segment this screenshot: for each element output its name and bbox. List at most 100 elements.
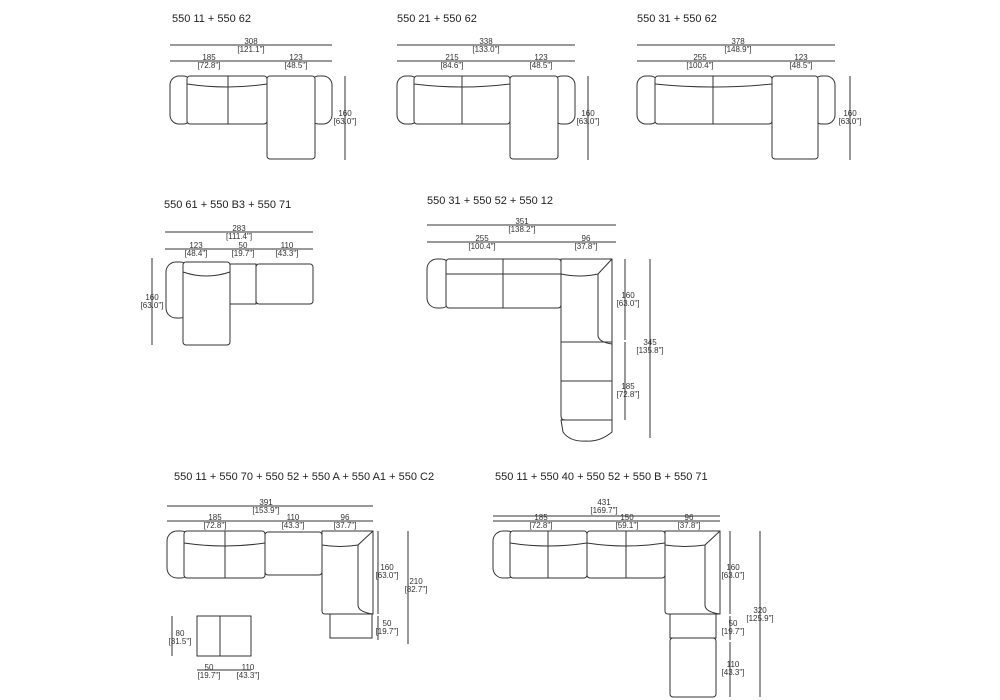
dim-value: 351 bbox=[515, 217, 529, 226]
dim-value: 345 bbox=[643, 338, 657, 347]
dim-value: 123 bbox=[534, 53, 548, 62]
dim-value: 320 bbox=[753, 606, 767, 615]
sofa-seat bbox=[186, 75, 268, 125]
dim-value: 283 bbox=[232, 224, 246, 233]
dim-inch: [63.0"] bbox=[141, 301, 164, 310]
dim-inch: [63.0"] bbox=[376, 571, 399, 580]
dim-inch: [43.3"] bbox=[237, 671, 260, 680]
dim-inch: [37.8"] bbox=[575, 242, 598, 251]
dim-value: 123 bbox=[189, 241, 203, 250]
dim-inch: [82.7"] bbox=[405, 585, 428, 594]
dim-inch: [63.0"] bbox=[334, 117, 357, 126]
dim-value: 50 bbox=[383, 619, 392, 628]
dim-value: 160 bbox=[338, 109, 352, 118]
dim-inch: [19.7"] bbox=[232, 249, 255, 258]
dim-inch: [19.7"] bbox=[198, 671, 221, 680]
dim-inch: [148.9"] bbox=[724, 45, 751, 54]
diagram-550-11-550-62: 550 11 + 550 62 308 [121.1"] 185 [72.8"]… bbox=[169, 13, 357, 160]
sofa-corner-module bbox=[560, 258, 613, 421]
dim-inch: [63.0"] bbox=[839, 117, 862, 126]
sofa-71-module bbox=[669, 637, 717, 698]
dim-inch: [63.0"] bbox=[617, 299, 640, 308]
dim-value: 160 bbox=[380, 563, 394, 572]
dim-value: 185 bbox=[534, 513, 548, 522]
dim-inch: [72.8"] bbox=[198, 61, 221, 70]
dim-inch: [19.7"] bbox=[722, 627, 745, 636]
sofa-corner-module bbox=[664, 530, 721, 615]
dim-inch: [48.5"] bbox=[285, 61, 308, 70]
dim-value: 50 bbox=[729, 619, 738, 628]
sofa-chaise bbox=[266, 75, 316, 160]
dim-value: 110 bbox=[727, 660, 740, 669]
sofa-chaise bbox=[771, 75, 819, 160]
dim-value: 308 bbox=[244, 37, 258, 46]
dim-inch: [72.8"] bbox=[530, 521, 553, 530]
dim-value: 110 bbox=[281, 241, 294, 250]
dim-value: 185 bbox=[621, 382, 635, 391]
sofa-arm bbox=[560, 419, 613, 442]
sofa-b3-module bbox=[229, 263, 257, 305]
dim-inch: [138.2"] bbox=[508, 225, 535, 234]
dim-value: 160 bbox=[843, 109, 857, 118]
dim-inch: [43.3"] bbox=[282, 521, 305, 530]
diagram-title: 550 21 + 550 62 bbox=[397, 13, 477, 25]
dim-value: 123 bbox=[289, 53, 303, 62]
diagram-title: 550 31 + 550 52 + 550 12 bbox=[427, 195, 553, 207]
sofa-chaise bbox=[509, 75, 559, 160]
dim-inch: [63.0"] bbox=[577, 117, 600, 126]
dim-value: 110 bbox=[242, 663, 255, 672]
dim-value: 160 bbox=[621, 291, 635, 300]
dim-inch: [37.8"] bbox=[678, 521, 701, 530]
dim-inch: [125.9"] bbox=[746, 614, 773, 623]
dim-value: 50 bbox=[205, 663, 214, 672]
dim-value: 150 bbox=[620, 513, 634, 522]
dim-inch: [135.8"] bbox=[636, 346, 663, 355]
dim-inch: [72.8"] bbox=[204, 521, 227, 530]
dim-value: 255 bbox=[693, 53, 707, 62]
dim-inch: [121.1"] bbox=[237, 45, 264, 54]
dim-value: 80 bbox=[176, 629, 185, 638]
dim-value: 378 bbox=[731, 37, 745, 46]
dim-value: 215 bbox=[445, 53, 459, 62]
diagram-title: 550 61 + 550 B3 + 550 71 bbox=[164, 199, 291, 211]
dim-inch: [63.0"] bbox=[722, 571, 745, 580]
dim-value: 338 bbox=[479, 37, 493, 46]
dim-inch: [48.4"] bbox=[185, 249, 208, 258]
diagram-title: 550 11 + 550 62 bbox=[172, 13, 251, 25]
sofa-70-module bbox=[264, 531, 323, 576]
dim-value: 96 bbox=[582, 234, 591, 243]
dimension-lines bbox=[170, 44, 346, 160]
dim-value: 96 bbox=[341, 513, 350, 522]
diagram-550-61-550-b3-550-71: 550 61 + 550 B3 + 550 71 283 [111.4"] 12… bbox=[141, 199, 314, 346]
dim-value: 160 bbox=[145, 293, 159, 302]
dim-inch: [31.5"] bbox=[169, 637, 192, 646]
ottoman bbox=[196, 615, 252, 657]
dim-inch: [43.3"] bbox=[276, 249, 299, 258]
diagram-550-31-550-62: 550 31 + 550 62 378 [148.9"] 255 [100.4"… bbox=[636, 13, 862, 160]
dim-value: 391 bbox=[259, 498, 273, 507]
dim-value: 160 bbox=[726, 563, 740, 572]
dim-inch: [100.4"] bbox=[686, 61, 713, 70]
sofa-52-module bbox=[329, 613, 373, 639]
dim-value: 431 bbox=[597, 498, 611, 507]
diagram-title: 550 11 + 550 70 + 550 52 + 550 A + 550 A… bbox=[174, 471, 434, 483]
dim-inch: [153.9"] bbox=[252, 506, 279, 515]
dim-inch: [19.7"] bbox=[376, 627, 399, 636]
sofa-52-module bbox=[669, 613, 717, 639]
sofa-corner-module bbox=[321, 530, 374, 615]
sofa-71-module bbox=[255, 263, 314, 305]
dim-inch: [48.5"] bbox=[790, 61, 813, 70]
dim-inch: [72.8"] bbox=[617, 390, 640, 399]
dim-value: 185 bbox=[208, 513, 222, 522]
diagram-550-11-550-70-550-52-550-a-550-a1-550-c2: 550 11 + 550 70 + 550 52 + 550 A + 550 A… bbox=[166, 471, 434, 680]
dim-inch: [84.6"] bbox=[441, 61, 464, 70]
diagram-550-31-550-52-550-12: 550 31 + 550 52 + 550 12 351 [138.2"] 25… bbox=[426, 195, 664, 442]
diagram-title: 550 31 + 550 62 bbox=[637, 13, 717, 25]
dim-value: 123 bbox=[794, 53, 808, 62]
diagram-550-21-550-62: 550 21 + 550 62 338 [133.0"] 215 [84.6"]… bbox=[396, 13, 600, 160]
dim-value: 50 bbox=[239, 241, 248, 250]
dim-inch: [37.7"] bbox=[334, 521, 357, 530]
dim-value: 110 bbox=[287, 513, 300, 522]
dim-value: 210 bbox=[409, 577, 423, 586]
dim-inch: [100.4"] bbox=[468, 242, 495, 251]
